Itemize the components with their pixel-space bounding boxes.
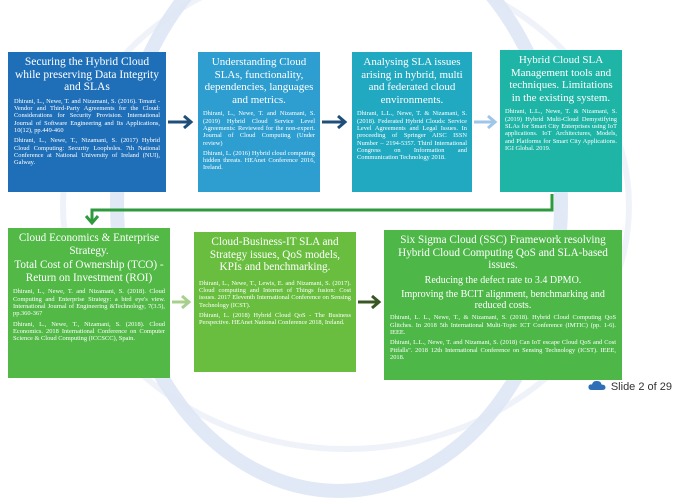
box-subtitle: Improving the BCIT alignment, benchmarki… xyxy=(401,288,605,312)
arrow-right-icon xyxy=(474,114,498,130)
reference-text: Dhirani, L., Newe, T. and Nizamani, S. (… xyxy=(13,288,165,318)
arrow-right-icon xyxy=(358,294,382,310)
box-subtitle: Reducing the defect rate to 3.4 DPMO. xyxy=(424,274,582,286)
reference-text: Dhirani, L.L., Newe, T. and Nizamani, S.… xyxy=(390,339,616,361)
connector-arrow-icon xyxy=(84,194,554,226)
box-understanding-slas: Understanding Cloud SLAs, functionality,… xyxy=(198,52,320,192)
box-six-sigma-cloud: Six Sigma Cloud (SSC) Framework resolvin… xyxy=(384,230,622,380)
reference-text: Dhirani, L. L., Newe, T., & Nizamani, S.… xyxy=(390,314,616,336)
reference-text: Dhirani, L.L., Newe, T. & Nizamani, S. (… xyxy=(505,108,617,152)
box-subtitle: Total Cost of Ownership (TCO) - Return o… xyxy=(14,259,164,284)
arrow-right-icon xyxy=(322,114,348,130)
box-business-it-sla: Cloud-Business-IT SLA and Strategy issue… xyxy=(194,232,356,372)
box-title: Understanding Cloud SLAs, functionality,… xyxy=(204,56,314,106)
box-title: Cloud-Business-IT SLA and Strategy issue… xyxy=(209,236,341,274)
box-title: Hybrid Cloud SLA Management tools and te… xyxy=(509,54,613,104)
arrow-right-icon xyxy=(172,294,192,310)
reference-text: Dhirani, L., Newe, T., Lewis, E. and Niz… xyxy=(199,279,351,309)
reference-text: Dhirani, L., Newe, T. and Nizamani, S. (… xyxy=(203,110,315,147)
reference-text: Dhirani, L. (2016) Hybrid cloud computin… xyxy=(203,149,315,172)
box-title: Six Sigma Cloud (SSC) Framework resolvin… xyxy=(398,234,608,272)
box-title: Analysing SLA issues arising in hybrid, … xyxy=(361,56,463,106)
box-securing-hybrid-cloud: Securing the Hybrid Cloud while preservi… xyxy=(8,52,166,192)
reference-text: Dhirani, L., Newe, T. and Nizamani, S. (… xyxy=(14,97,160,134)
box-title: Cloud Economics & Enterprise Strategy. xyxy=(18,232,160,257)
reference-text: Dhirani, L., Newe, T., Nizamani, S. (201… xyxy=(14,137,160,167)
slide-footer: Slide 2 of 29 xyxy=(588,380,672,394)
cloud-icon xyxy=(588,380,606,394)
box-cloud-economics: Cloud Economics & Enterprise Strategy. T… xyxy=(8,228,170,378)
box-title: Securing the Hybrid Cloud while preservi… xyxy=(14,56,160,94)
reference-text: Dhirani, L., Newe, T., Nizamani, S. (201… xyxy=(13,320,165,343)
reference-text: Dhirani, L.L., Newe, T. & Nizamani, S. (… xyxy=(357,110,467,162)
box-sla-management-tools: Hybrid Cloud SLA Management tools and te… xyxy=(500,50,622,192)
flow-arrows xyxy=(84,114,554,310)
arrow-right-icon xyxy=(168,114,194,130)
box-analysing-sla-issues: Analysing SLA issues arising in hybrid, … xyxy=(352,52,472,192)
slide-number: Slide 2 of 29 xyxy=(610,381,672,393)
reference-text: Dhirani, L. (2018) Hybrid Cloud QoS - Th… xyxy=(199,311,351,327)
